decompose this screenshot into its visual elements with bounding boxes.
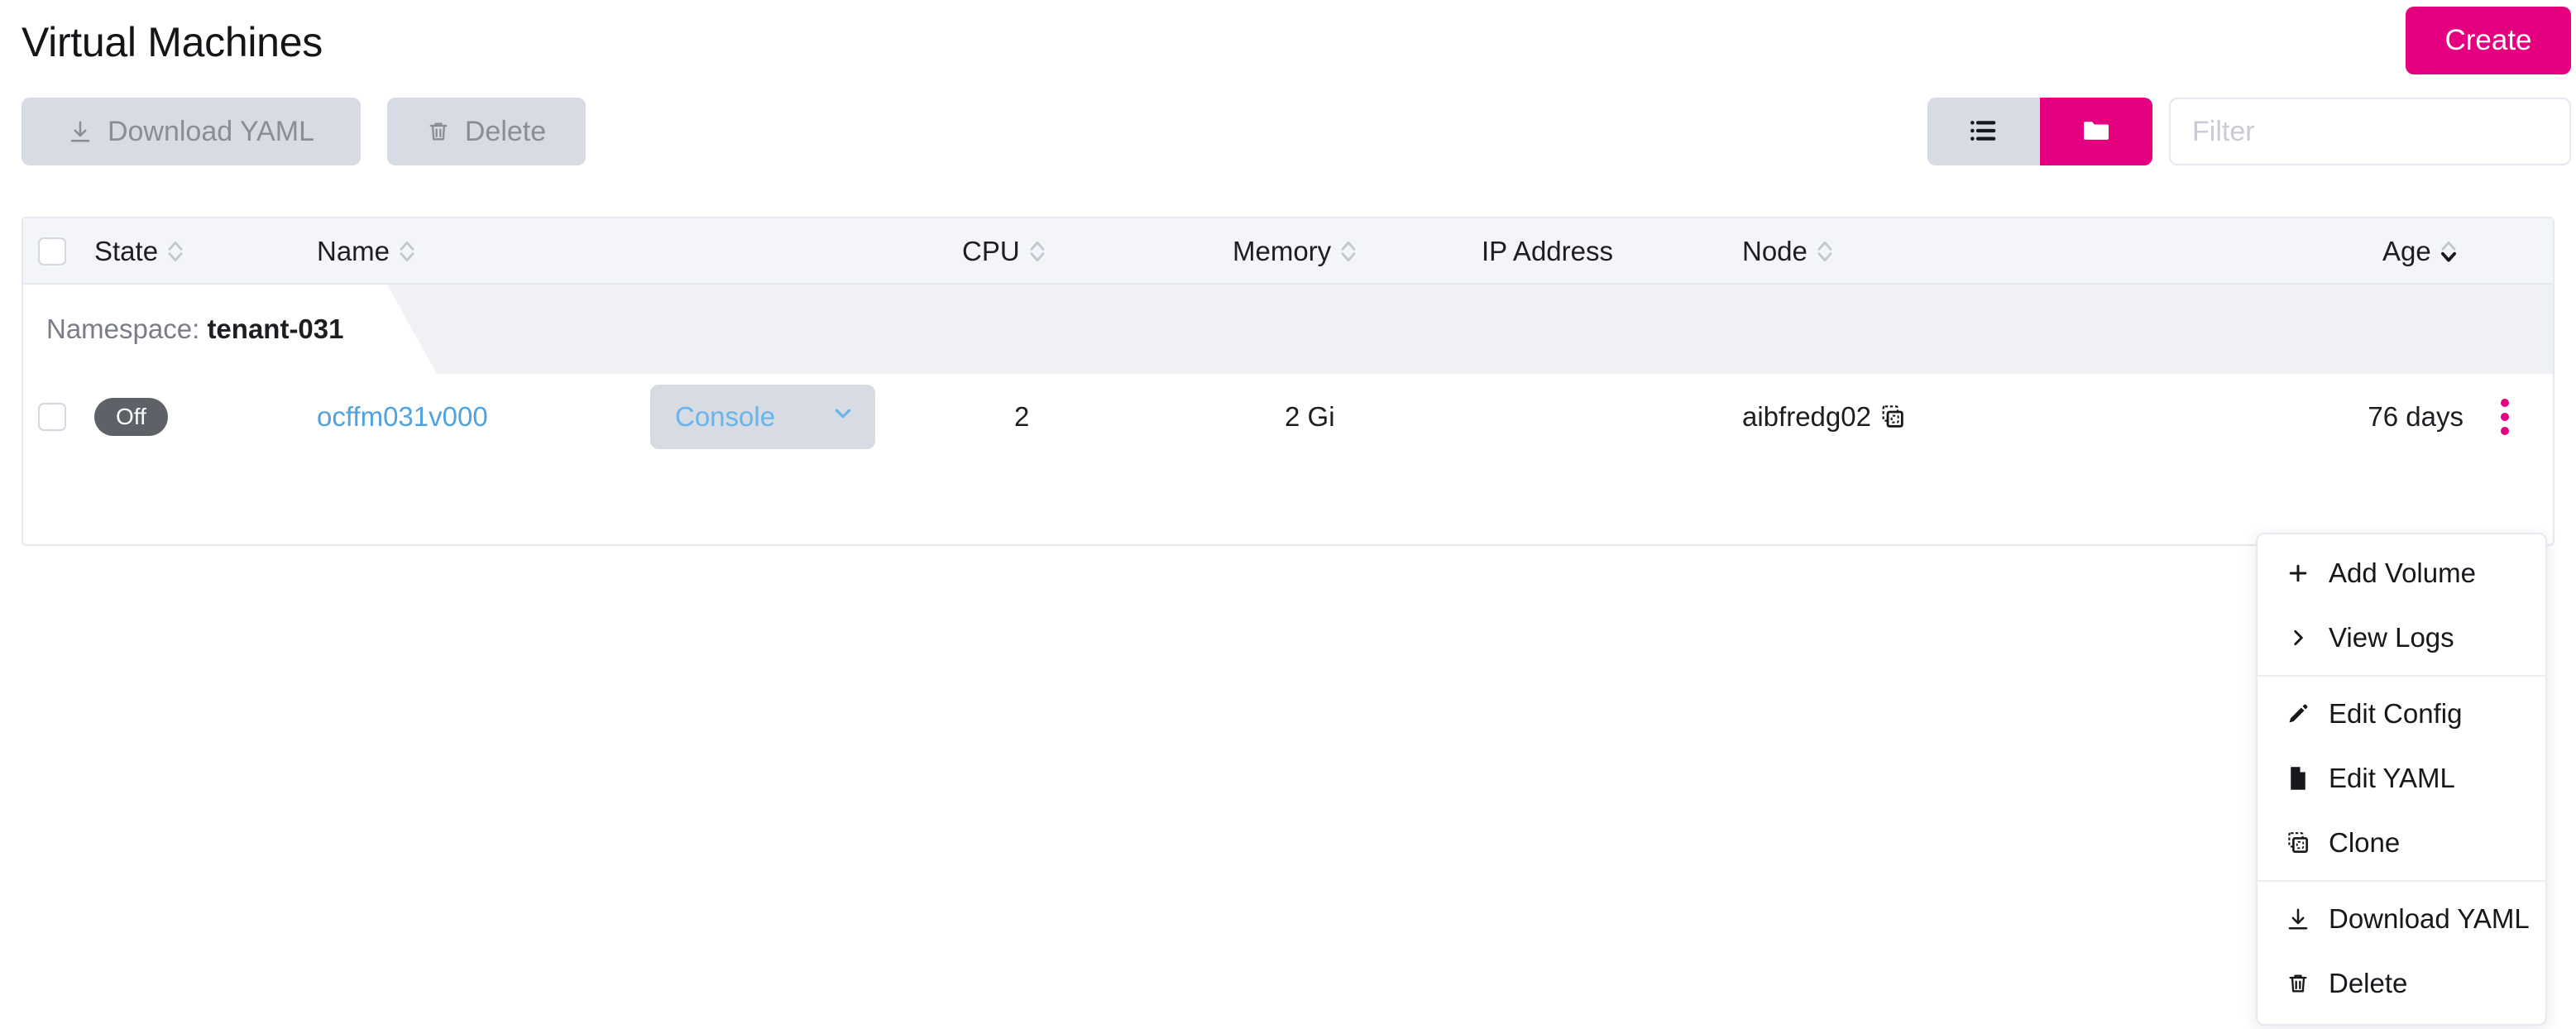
menu-item-label: Add Volume [2329, 558, 2476, 588]
column-header-name[interactable]: Name [317, 218, 416, 285]
table-row: Off ocffm031v000 Console 2 2 Gi [23, 374, 2553, 460]
column-header-state[interactable]: State [94, 218, 184, 285]
column-header-ip-address: IP Address [1482, 236, 1613, 266]
sort-icon [1816, 238, 1834, 265]
menu-item-delete[interactable]: Delete [2258, 951, 2545, 1016]
menu-item-edit-yaml[interactable]: Edit YAML [2258, 746, 2545, 811]
chevron-right-icon [2284, 627, 2312, 649]
menu-item-label: Download YAML [2329, 903, 2530, 934]
row-checkbox[interactable] [38, 403, 66, 431]
menu-divider [2258, 675, 2545, 677]
vm-name-link[interactable]: ocffm031v000 [317, 401, 488, 432]
cell-node: aibfredg02 [1742, 374, 1906, 460]
cell-memory: 2 Gi [1285, 401, 1335, 432]
sort-icon [398, 238, 416, 265]
menu-item-label: Delete [2329, 968, 2408, 998]
table-header-row: State Name CPU [23, 218, 2553, 285]
namespace-label: Namespace: tenant-031 [46, 313, 344, 345]
copy-icon [2284, 830, 2312, 855]
menu-divider [2258, 880, 2545, 882]
node-name: aibfredg02 [1742, 401, 1871, 432]
menu-item-label: View Logs [2329, 622, 2454, 653]
menu-item-add-volume[interactable]: Add Volume [2258, 541, 2545, 605]
namespace-value: tenant-031 [207, 313, 344, 344]
menu-item-edit-config[interactable]: Edit Config [2258, 682, 2545, 746]
download-yaml-button[interactable]: Download YAML [22, 98, 361, 165]
column-header-node[interactable]: Node [1742, 218, 1834, 285]
folder-view-icon [2080, 114, 2113, 150]
cell-age: 76 days [2368, 401, 2463, 432]
create-button[interactable]: Create [2406, 7, 2571, 74]
cell-state: Off [94, 374, 168, 460]
sort-icon [1339, 238, 1357, 265]
row-select-cell [38, 374, 66, 460]
select-all-checkbox[interactable] [38, 237, 66, 266]
row-context-menu: Add Volume View Logs Edit Config [2256, 533, 2547, 1026]
console-dropdown-button[interactable]: Console [650, 385, 875, 449]
sort-icon [1028, 238, 1046, 265]
console-label: Console [675, 401, 776, 432]
menu-item-label: Clone [2329, 827, 2401, 858]
status-badge: Off [94, 398, 168, 436]
view-folder-button[interactable] [2040, 98, 2152, 165]
namespace-group-row: Namespace: tenant-031 [23, 285, 2553, 374]
copy-icon[interactable] [1879, 404, 1906, 430]
list-view-icon [1966, 113, 2001, 151]
download-icon [2284, 907, 2312, 931]
delete-label: Delete [464, 115, 547, 147]
column-header-age[interactable]: Age [2382, 218, 2458, 285]
namespace-group-tab [23, 285, 437, 374]
download-icon [68, 119, 93, 144]
action-bar: Download YAML Delete [0, 98, 2576, 170]
menu-item-label: Edit Config [2329, 698, 2463, 729]
column-header-cpu[interactable]: CPU [962, 218, 1046, 285]
cell-actions [2492, 374, 2517, 460]
kebab-menu-icon[interactable] [2492, 394, 2517, 440]
menu-item-view-logs[interactable]: View Logs [2258, 605, 2545, 670]
file-icon [2284, 766, 2312, 791]
view-list-button[interactable] [1927, 98, 2040, 165]
trash-icon [427, 120, 450, 143]
filter-input[interactable] [2169, 98, 2571, 165]
chevron-down-icon [831, 401, 855, 433]
view-mode-toggle [1927, 98, 2152, 165]
pencil-icon [2284, 702, 2312, 725]
menu-item-download-yaml[interactable]: Download YAML [2258, 887, 2545, 951]
cell-console: Console [650, 374, 875, 460]
menu-item-clone[interactable]: Clone [2258, 811, 2545, 875]
plus-icon [2284, 561, 2312, 586]
delete-button[interactable]: Delete [387, 98, 586, 165]
download-yaml-label: Download YAML [107, 115, 315, 147]
menu-item-label: Edit YAML [2329, 763, 2455, 793]
namespace-prefix: Namespace: [46, 313, 200, 344]
cell-cpu: 2 [1014, 401, 1030, 432]
column-header-memory[interactable]: Memory [1233, 218, 1357, 285]
sort-icon [166, 238, 184, 265]
page-title: Virtual Machines [22, 19, 323, 65]
trash-icon [2284, 972, 2312, 995]
sort-icon-active [2440, 238, 2458, 265]
cell-name: ocffm031v000 [317, 374, 488, 460]
select-all-header [38, 218, 66, 285]
virtual-machines-table: State Name CPU [22, 217, 2554, 546]
